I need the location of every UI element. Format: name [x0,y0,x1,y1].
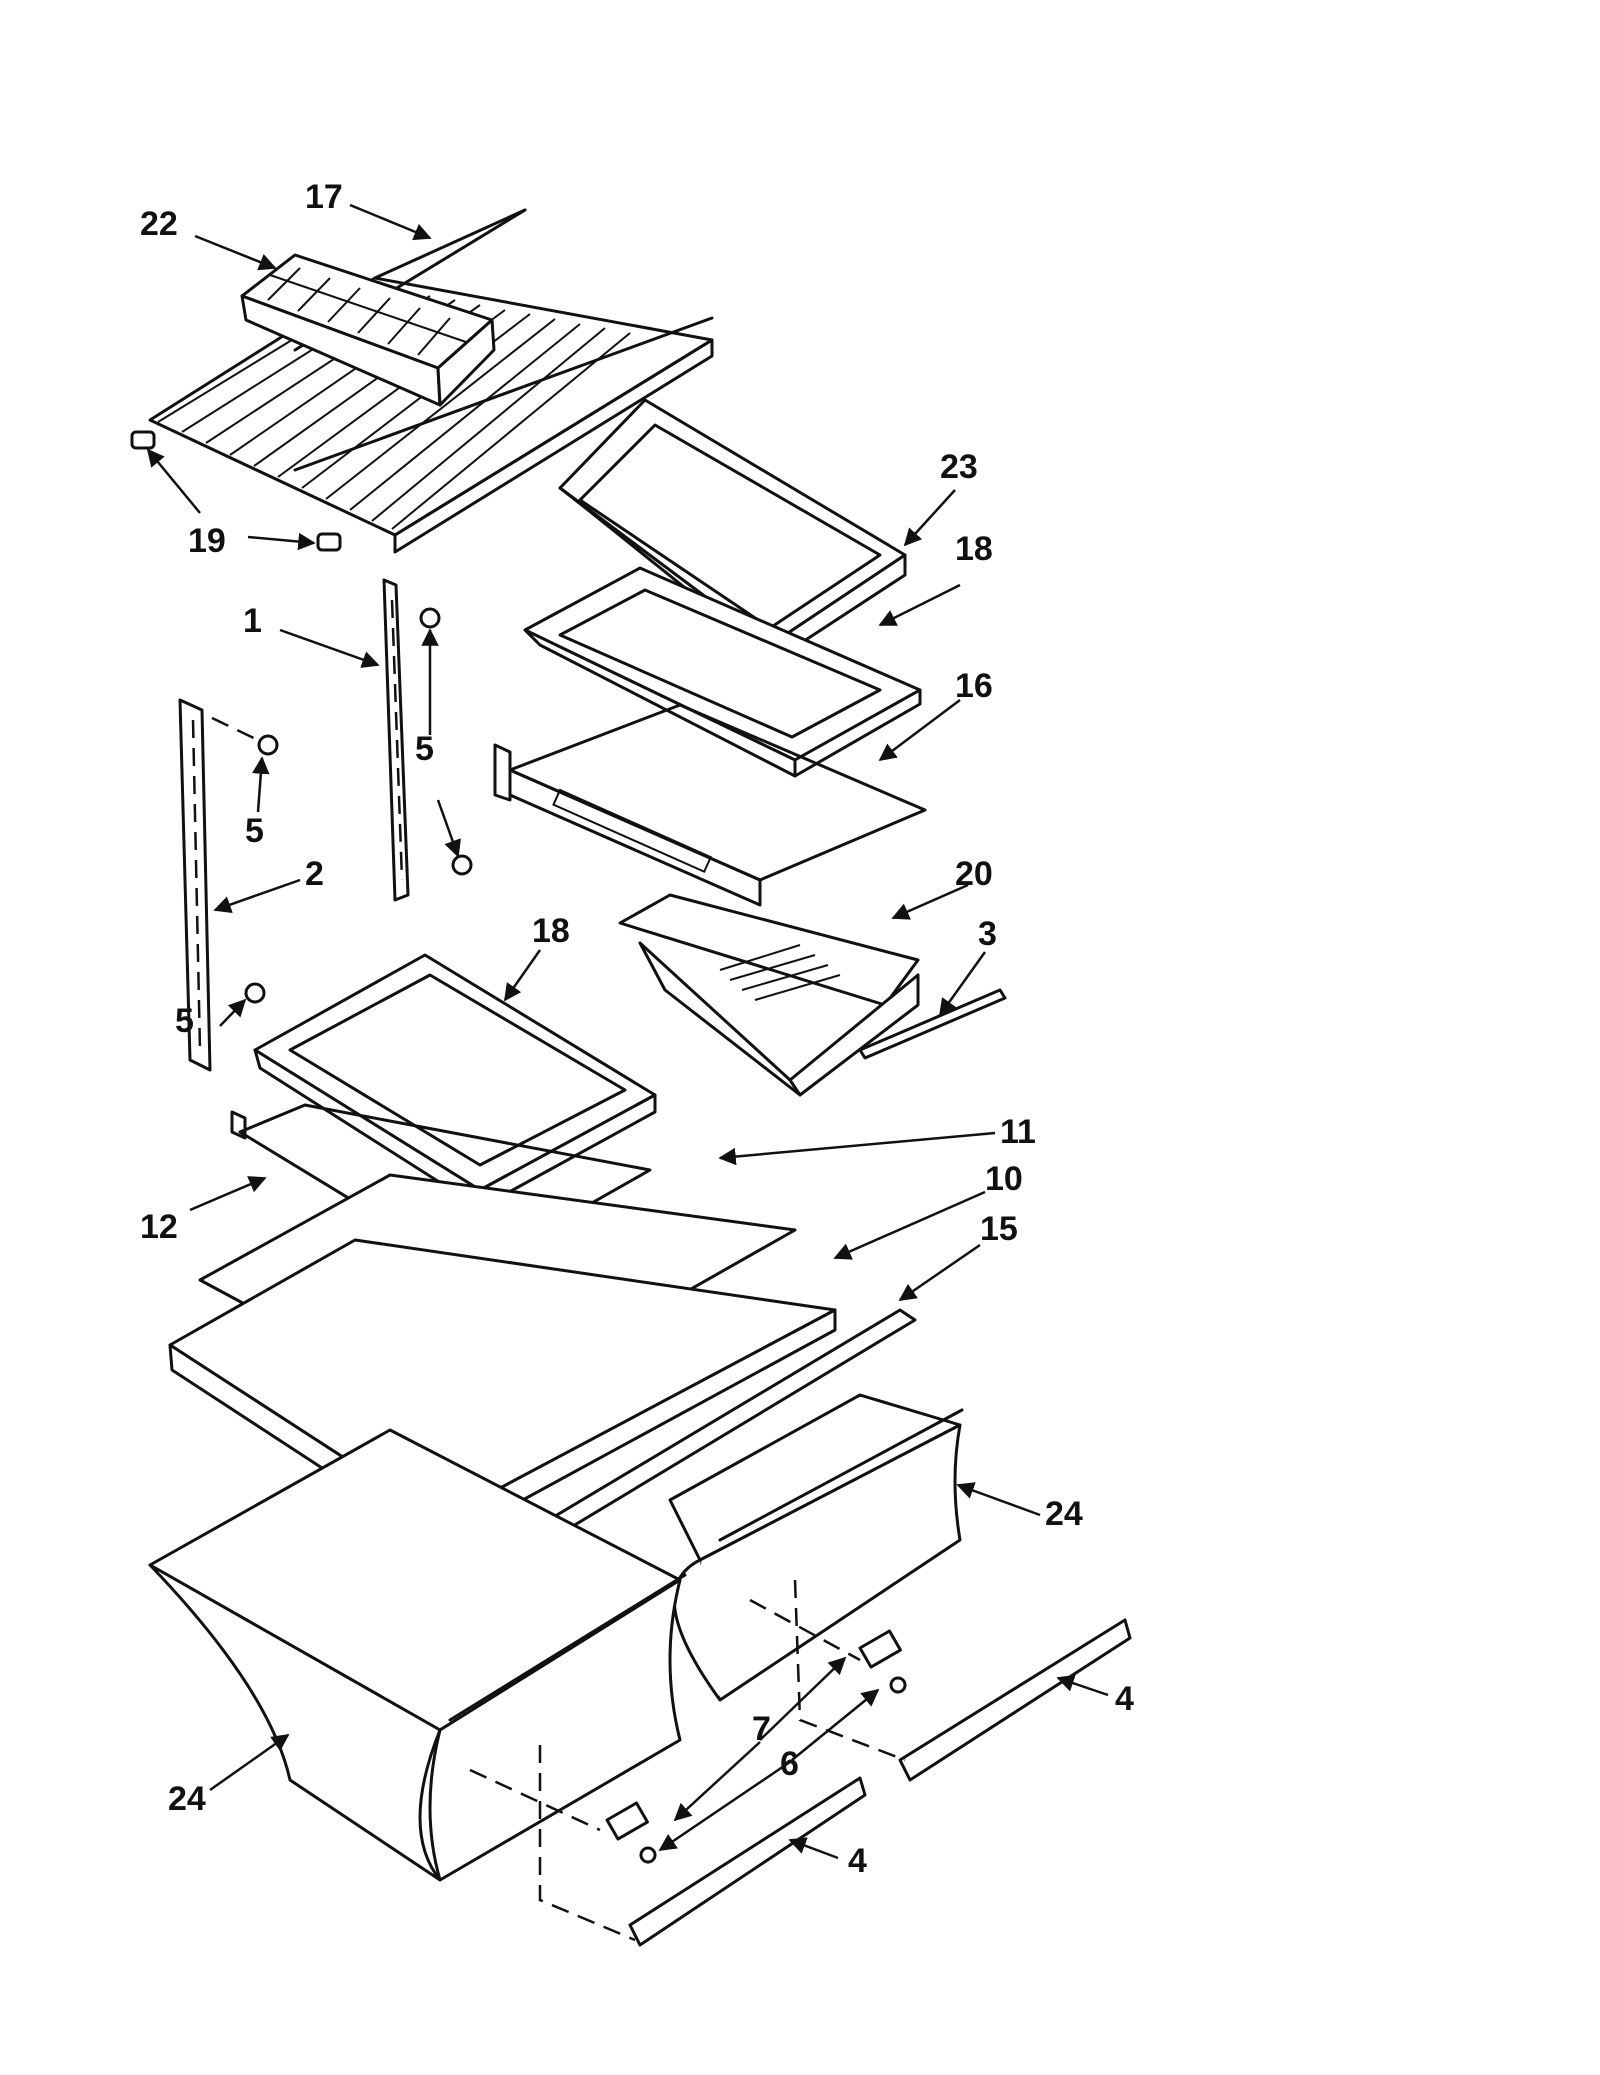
callout-2: 2 [305,855,324,893]
callout-23: 23 [940,448,978,486]
clip-part-7 [605,1629,902,1841]
screw-part-5 [244,607,473,1004]
callout-24-right: 24 [1045,1495,1083,1533]
callout-4-lower: 4 [848,1842,867,1880]
callout-20: 20 [955,855,993,893]
drawer-slide-part-4-lower [628,1776,867,1947]
callout-4-upper: 4 [1115,1680,1134,1718]
callout-5-lower: 5 [175,1002,194,1040]
crisper-drawer-left-part-24 [148,1428,687,1882]
callout-19: 19 [188,522,226,560]
callout-1: 1 [243,602,262,640]
callout-18-upper: 18 [955,530,993,568]
callout-16: 16 [955,667,993,705]
ice-cube-tray-part-22 [240,253,496,407]
callout-6: 6 [780,1745,799,1783]
pin-part-6 [639,1676,907,1864]
shelf-stud-part-19 [130,430,342,552]
callout-22: 22 [140,205,178,243]
callout-11: 11 [1000,1113,1036,1151]
callout-5-upper-right: 5 [415,730,434,768]
callout-labels: 17 22 23 18 19 1 5 16 5 2 20 3 18 5 11 1… [140,178,1134,1880]
crisper-drawer-right-part-24 [668,1393,964,1702]
callout-12: 12 [140,1208,178,1246]
deli-drawer-part-20 [618,893,920,1097]
callout-18-lower: 18 [532,912,570,950]
glass-shelf-lower-part-18 [253,953,657,1210]
glass-shelf-upper-part-18 [523,566,922,778]
shelf-ladder-part-1 [382,578,410,902]
callout-17: 17 [305,178,343,216]
callout-15: 15 [980,1210,1018,1248]
shelf-frame-part-16 [493,703,927,907]
callout-3: 3 [978,915,997,953]
callout-5-upper-left: 5 [245,812,264,850]
drawer-slide-part-4-upper [898,1618,1132,1782]
callout-10: 10 [985,1160,1023,1198]
shelf-ladder-part-2 [178,698,212,1072]
callout-24-left: 24 [168,1780,206,1818]
callout-7: 7 [752,1710,771,1748]
assembly-dashed-lines [469,1579,906,1942]
callout-leaders [146,203,1109,1860]
